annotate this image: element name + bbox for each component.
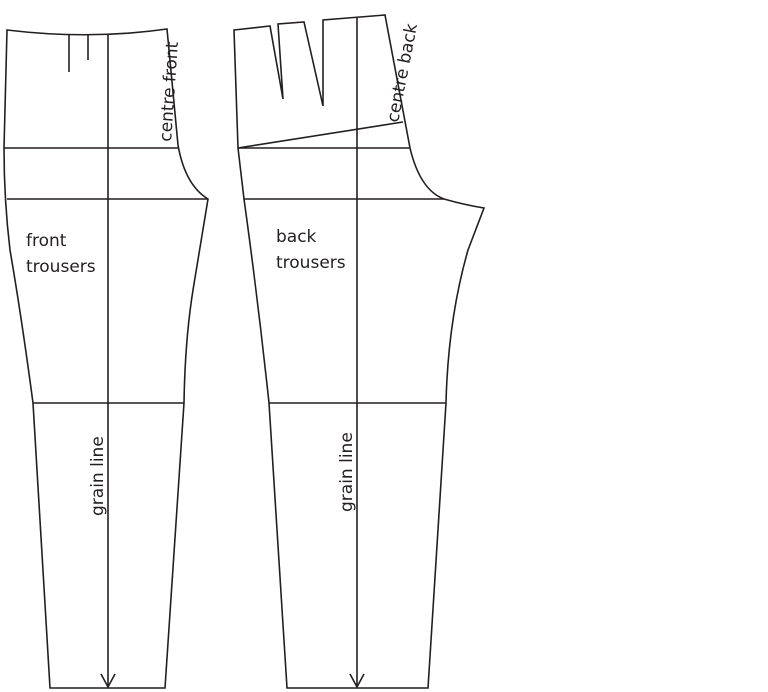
front-edge-label: centre front (156, 41, 183, 143)
front-grain-arrow-icon (100, 673, 116, 689)
front-grain-label: grain line (88, 436, 108, 516)
front-label-line2: trousers (26, 257, 96, 277)
back-seat-line (237, 121, 404, 149)
back-label-line1: back (276, 227, 317, 247)
back-grain-label: grain line (337, 432, 357, 512)
back-label-line2: trousers (276, 253, 346, 273)
front-label-line1: front (26, 231, 67, 251)
back-grain-arrow-icon (349, 673, 365, 689)
back-trousers-piece: centre back back trousers grain line (233, 14, 486, 689)
front-trousers-piece: centre front front trousers grain line (3, 28, 209, 689)
front-outline (3, 28, 209, 689)
back-outline (233, 14, 486, 689)
